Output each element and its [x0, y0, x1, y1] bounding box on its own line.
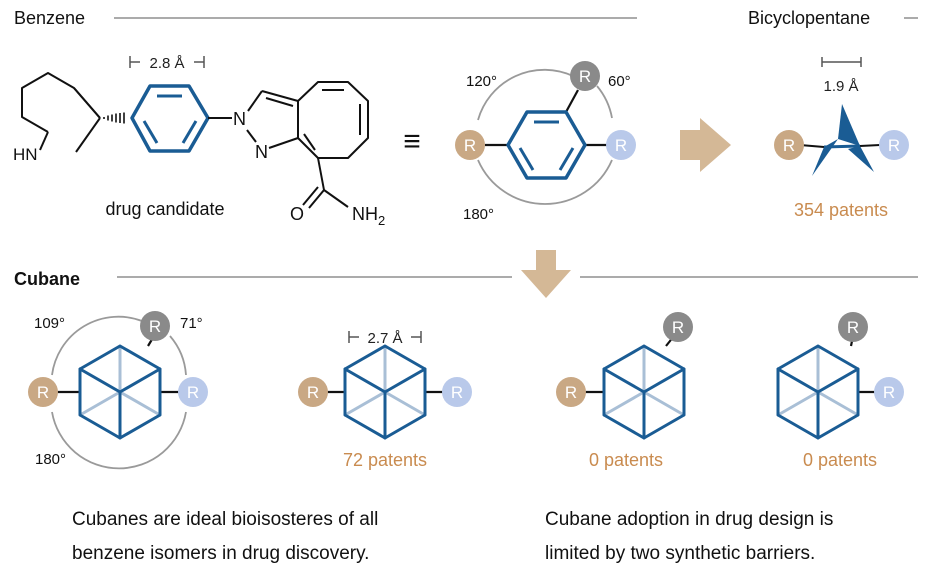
n2-label: N — [255, 142, 268, 162]
bcp-patents-label: 354 patents — [794, 200, 888, 220]
r-substituent-left — [298, 377, 328, 407]
patents-ortho-label: 0 patents — [803, 450, 877, 470]
n1-label: N — [233, 109, 246, 129]
cubane-para-diagram: 2.7 Å R R 72 patents — [298, 330, 472, 470]
hn-label: HN — [13, 145, 38, 164]
angle-180-label: 180° — [463, 206, 494, 223]
patents-para-label: 72 patents — [343, 450, 427, 470]
o-label: O — [290, 204, 304, 224]
r-substituent-top — [838, 312, 868, 342]
caption-left-line-1: Cubanes are ideal bioisosteres of all — [72, 509, 379, 530]
caption-left: Cubanes are ideal bioisosteres of all be… — [72, 503, 378, 571]
benzene-isomer-diagram: R R R 120° 60° 180° — [455, 61, 636, 223]
distance-cubane-label: 2.7 Å — [367, 330, 402, 347]
distance-benzene-label: 2.8 Å — [149, 55, 184, 72]
r-substituent-left — [774, 130, 804, 160]
patents-meta-label: 0 patents — [589, 450, 663, 470]
r-substituent-left — [28, 377, 58, 407]
angle-180-label: 180° — [35, 451, 66, 468]
angle-71-label: 71° — [180, 315, 203, 332]
r-label: R — [307, 383, 319, 402]
r-label: R — [847, 318, 859, 337]
distance-bcp-label: 1.9 Å — [823, 78, 858, 95]
equivalence-symbol: ≡ — [403, 125, 421, 158]
nh-subscript: 2 — [378, 213, 385, 228]
r-substituent-left — [455, 130, 485, 160]
r-label: R — [464, 136, 476, 155]
bcp-title: Bicyclopentane — [748, 8, 870, 28]
distance-marker-benzene: 2.8 Å — [129, 55, 205, 72]
r-label: R — [615, 136, 627, 155]
caption-right-line-1: Cubane adoption in drug design is — [545, 509, 834, 530]
nh-text: NH — [352, 204, 378, 224]
angle-60-label: 60° — [608, 73, 631, 90]
nh2-label: NH2 — [352, 204, 385, 228]
r-substituent-top — [140, 311, 170, 341]
angle-120-label: 120° — [466, 73, 497, 90]
r-label: R — [565, 383, 577, 402]
r-substituent-right — [874, 377, 904, 407]
r-substituent-right — [178, 377, 208, 407]
r-substituent-top — [663, 312, 693, 342]
r-label: R — [888, 136, 900, 155]
drug-candidate-structure: HN N N O NH2 — [13, 72, 385, 228]
caption-right-line-2: limited by two synthetic barriers. — [545, 543, 816, 564]
r-substituent-top — [570, 61, 600, 91]
r-label: R — [37, 383, 49, 402]
r-label: R — [149, 317, 161, 336]
right-arrow — [680, 118, 731, 172]
caption-right: Cubane adoption in drug design is limite… — [545, 503, 833, 571]
cubane-meta-diagram: R R 0 patents — [556, 312, 693, 470]
angle-109-label: 109° — [34, 315, 65, 332]
cubane-ortho-diagram: R R 0 patents — [776, 312, 904, 470]
r-label: R — [451, 383, 463, 402]
r-label: R — [783, 136, 795, 155]
cubane-isomer-diagram: R R R 109° 71° 180° — [28, 311, 208, 470]
caption-left-line-2: benzene isomers in drug discovery. — [72, 543, 370, 564]
benzene-title: Benzene — [14, 8, 85, 28]
r-label: R — [187, 383, 199, 402]
bicyclopentane-diagram: 1.9 Å R R 354 patents — [774, 57, 909, 220]
down-arrow — [521, 250, 571, 298]
r-substituent-right — [442, 377, 472, 407]
r-substituent-right — [879, 130, 909, 160]
r-label: R — [883, 383, 895, 402]
drug-candidate-label: drug candidate — [105, 199, 224, 219]
r-label: R — [672, 318, 684, 337]
r-substituent-left — [556, 377, 586, 407]
cubane-title: Cubane — [14, 269, 80, 289]
r-label: R — [579, 67, 591, 86]
r-substituent-right — [606, 130, 636, 160]
